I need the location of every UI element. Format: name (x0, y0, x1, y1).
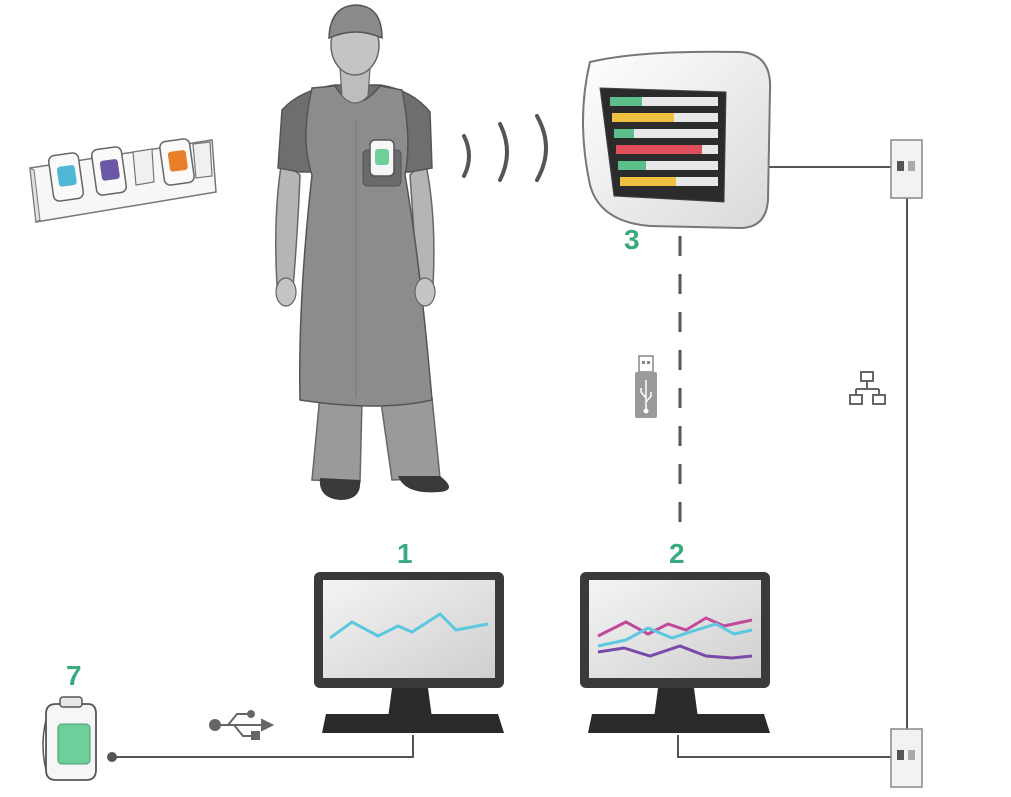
clinician-figure (275, 4, 449, 500)
tablet-bar-3 (614, 129, 718, 138)
wall-socket-bottom (890, 728, 923, 788)
badge-color-purple (99, 159, 120, 181)
label-dosimeter-reader: 7 (66, 660, 82, 691)
worn-dosimeter-badge (369, 139, 395, 177)
tablet-bar-6 (620, 177, 718, 186)
wall-socket-top (890, 139, 923, 199)
display-unit-tablet (582, 50, 772, 230)
tablet-bar-2 (612, 113, 718, 122)
monitor-2-purple-line (597, 644, 753, 660)
rack-badge-2 (90, 146, 128, 196)
tablet-bar-list (610, 97, 718, 186)
label-workstation-1: 1 (397, 538, 413, 569)
label-display-unit: 3 (624, 224, 640, 255)
dosimeter-reader-device (42, 696, 97, 781)
badge-color-orange (167, 150, 188, 172)
monitor-1-trend-line (329, 612, 489, 640)
rack-badge-1 (47, 152, 85, 202)
badge-color-blue (56, 165, 77, 187)
monitor-2-pink-line (597, 616, 753, 638)
usb-stick-icon (635, 355, 657, 418)
usb-cable (107, 735, 414, 762)
rack-badge-3 (159, 138, 195, 186)
tablet-bar-1 (610, 97, 718, 106)
dosimeter-rack (29, 138, 217, 223)
network-cables (677, 166, 908, 758)
monitor-2-blue-line (597, 622, 753, 648)
wireless-waves-icon (462, 114, 548, 182)
label-workstation-2: 2 (669, 538, 685, 569)
tablet-bar-4 (616, 145, 718, 154)
tablet-bar-5 (618, 161, 718, 170)
usb-symbol-icon (209, 710, 275, 740)
workstation-2-monitor (580, 572, 770, 733)
network-icon (849, 371, 886, 405)
workstation-1-monitor (314, 572, 504, 733)
